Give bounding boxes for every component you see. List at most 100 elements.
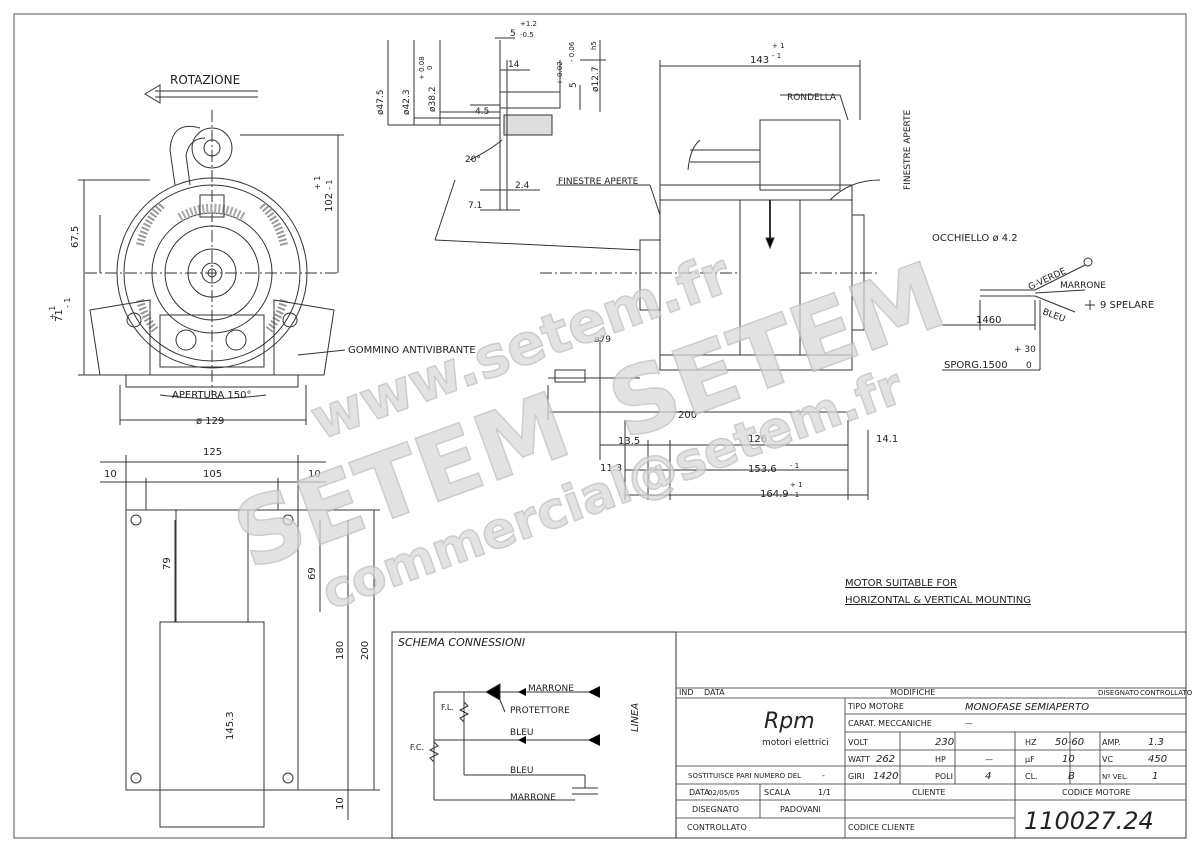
codice-motore-label: CODICE MOTORE (1062, 788, 1131, 797)
nvel-label: Nº VEL. (1102, 773, 1128, 781)
hdr-controllato: CONTROLLATO (1140, 689, 1193, 697)
mounting-note: MOTOR SUITABLE FOR HORIZONTAL & VERTICAL… (845, 578, 1031, 606)
dim-h200: 200 (360, 641, 371, 660)
company-logo: Rpm (764, 709, 815, 734)
dim-143-tol-minus: - 1 (772, 52, 781, 60)
dim-ang20: 20° (465, 155, 481, 165)
disegnato-label: DISEGNATO (692, 805, 739, 814)
dim-h79: 79 (162, 557, 173, 570)
dim-71-tol-plus: + 1 (48, 306, 57, 320)
sostituisce-value: - (822, 771, 825, 780)
dim-w2-4: 2.4 (515, 181, 530, 191)
disegnato-value: PADOVANI (780, 805, 821, 814)
carat-value: — (965, 719, 973, 728)
dim-164-tol-plus: + 1 (790, 481, 803, 489)
schema-bleu-1: BLEU (510, 728, 533, 738)
dim-102: 102 (324, 193, 335, 212)
wire-blue: BLEU (1041, 307, 1066, 324)
dim-w5: 5 (569, 82, 579, 88)
dim-14-1: 14.1 (876, 434, 898, 445)
base-view (100, 455, 380, 828)
sostituisce-label: SOSTITUISCE PARI NUMERO DEL (688, 772, 801, 780)
dim-w5-tol-plus: + 0.02 (556, 61, 564, 85)
overhang-label: SPORG.1500 (944, 360, 1008, 371)
dim-153-tol-minus: - 1 (790, 462, 799, 470)
hdr-modifiche: MODIFICHE (890, 688, 935, 697)
hdr-disegnato: DISEGNATO (1098, 689, 1140, 697)
side-view-labels: 143 + 1 - 1 RONDELLA FINESTRE APERTE FIN… (558, 42, 913, 500)
dim-w7-1: 7.1 (468, 201, 482, 211)
nvel-value: 1 (1152, 771, 1158, 782)
dim-h69: 69 (307, 567, 318, 580)
dim-125: 125 (203, 447, 222, 458)
dim-tol-plus30: + 30 (1014, 345, 1036, 355)
title-block (675, 631, 1187, 839)
mounting-note-line-2: HORIZONTAL & VERTICAL MOUNTING (845, 595, 1031, 606)
schema-fc: F.C. (410, 743, 424, 752)
dim-67-5: 67.5 (70, 226, 81, 248)
dim-71-tol-minus: - 1 (63, 297, 72, 308)
dim-10a: 10 (104, 469, 117, 480)
uf-value: 10 (1062, 754, 1075, 765)
cl-value: B (1068, 771, 1075, 782)
giri-value: 1420 (873, 771, 898, 782)
dim-top-5-tol-plus: +1.2 (520, 20, 537, 28)
watt-value: 262 (876, 754, 895, 765)
dim-w4-5: 4.5 (475, 107, 489, 117)
dim-153-6: 153.6 (748, 464, 777, 475)
hz-label: HZ (1025, 738, 1037, 747)
volt-label: VOLT (848, 738, 868, 747)
dim-71: 71 (54, 309, 65, 322)
poli-label: POLI (935, 772, 953, 781)
hdr-data: DATA (704, 688, 725, 697)
giri-label: GIRI (848, 772, 864, 781)
dim-105: 105 (203, 469, 222, 480)
mounting-note-line-1: MOTOR SUITABLE FOR (845, 578, 957, 589)
dim-d12-tol: h5 (590, 41, 598, 50)
dim-d79: ø79 (594, 335, 611, 345)
dim-102-tol-minus: - 1 (325, 179, 334, 190)
schema-marrone: MARRONE (528, 684, 574, 694)
schema-marrone-2: MARRONE (510, 793, 556, 803)
dim-top-5-tol-minus: -0.5 (520, 31, 534, 39)
schema-bleu-2: BLEU (510, 766, 533, 776)
dim-10b: 10 (308, 469, 321, 480)
rubber-label: GOMMINO ANTIVIBRANTE (348, 345, 476, 356)
dim-d47-5: ø47.5 (376, 89, 386, 115)
vc-value: 450 (1148, 754, 1167, 765)
dim-d12-7: ø12.7 (591, 66, 601, 92)
schema-fl: F.L. (441, 703, 454, 712)
dim-164-tol-minus: - 1 (790, 491, 799, 499)
dim-13-5: 13.5 (618, 436, 640, 447)
strip-label: 9 SPELARE (1100, 300, 1154, 311)
dim-11-3: 11.3 (600, 463, 622, 474)
dim-126: 126 (748, 434, 767, 445)
dim-top-5: 5 (510, 29, 516, 39)
front-view-labels: 67.5 71 + 1 - 1 102 + 1 - 1 APERTURA 150… (48, 176, 476, 427)
title-block-text: IND DATA MODIFICHE DISEGNATO CONTROLLATO… (679, 688, 1193, 835)
hp-label: HP (935, 755, 946, 764)
side-view (540, 60, 881, 500)
schema-title: SCHEMA CONNESSIONI (398, 636, 525, 649)
data-value: 02/05/05 (708, 789, 739, 797)
dim-143: 143 (750, 55, 769, 66)
dim-h10: 10 (335, 797, 346, 810)
rotation-indicator: ROTAZIONE (144, 73, 258, 104)
finestre-aperte-label-1: FINESTRE APERTE (558, 177, 639, 187)
cable-detail (942, 257, 1095, 371)
tipo-label: TIPO MOTORE (847, 702, 904, 711)
poli-value: 4 (985, 771, 991, 782)
schema-linea: LINEA (630, 703, 641, 732)
cliente-label: CLIENTE (912, 788, 945, 797)
rotation-label: ROTAZIONE (170, 73, 240, 87)
data-label: DATA (689, 788, 710, 797)
schema-protettore: PROTETTORE (510, 706, 570, 716)
base-view-labels: 125 10 105 10 79 69 180 200 145.3 10 (104, 447, 371, 810)
tipo-value: MONOFASE SEMIAPERTO (965, 702, 1089, 713)
dim-143-tol-plus: + 1 (772, 42, 785, 50)
watt-label: WATT (848, 755, 870, 764)
shaft-detail (387, 37, 641, 251)
amp-label: AMP. (1102, 738, 1121, 747)
rondella-label: RONDELLA (787, 93, 837, 103)
